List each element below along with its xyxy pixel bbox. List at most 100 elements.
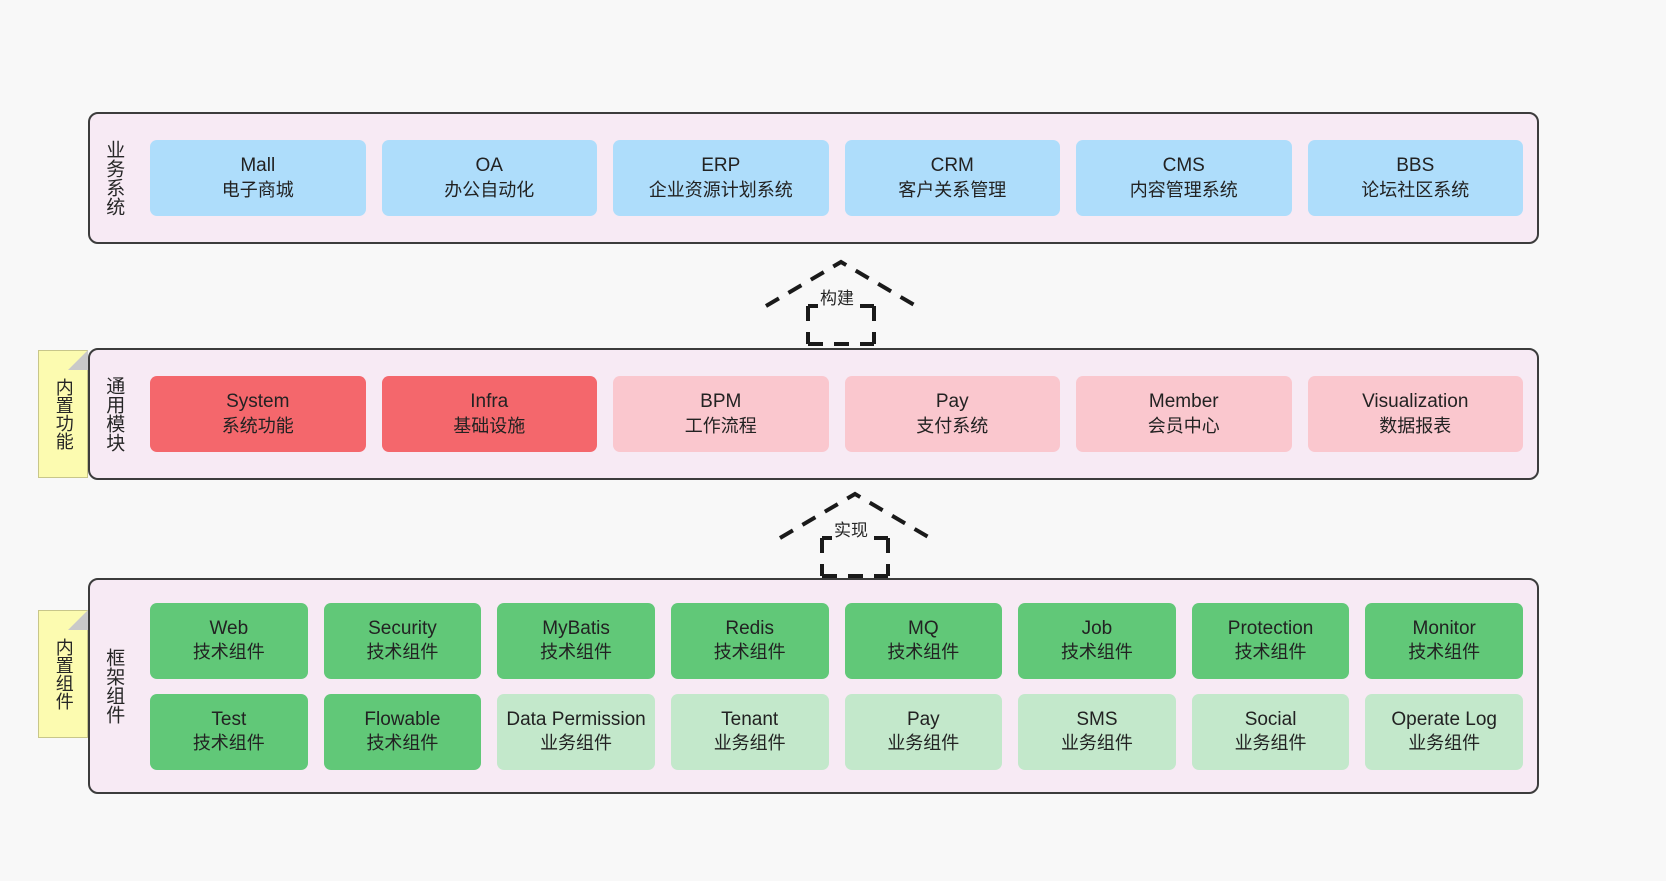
- layer-title-business: 业务系统: [103, 140, 125, 216]
- card-subtitle: 数据报表: [1379, 415, 1452, 436]
- card-title: MQ: [908, 617, 939, 639]
- card-subtitle: 业务组件: [1408, 733, 1481, 754]
- business-card-row: Mall 电子商城 OA 办公自动化 ERP 企业资源计划系统 CRM 客户关系…: [150, 140, 1523, 216]
- card-title: Monitor: [1412, 617, 1476, 639]
- card-pay-module[interactable]: Pay 支付系统: [844, 376, 1060, 452]
- card-mall[interactable]: Mall 电子商城: [150, 140, 366, 216]
- card-title: Pay: [935, 391, 969, 413]
- card-title: Job: [1081, 617, 1113, 639]
- card-system[interactable]: System 系统功能: [150, 376, 366, 452]
- card-title: Infra: [470, 391, 509, 413]
- connector-build: 构建: [756, 258, 926, 346]
- card-subtitle: 技术组件: [192, 642, 265, 663]
- card-subtitle: 支付系统: [916, 415, 989, 436]
- card-subtitle: 业务组件: [887, 733, 960, 754]
- card-erp[interactable]: ERP 企业资源计划系统: [613, 140, 829, 216]
- layer-title-framework: 框架组件: [103, 648, 125, 724]
- card-member[interactable]: Member 会员中心: [1076, 376, 1292, 452]
- connector-implement: 实现: [770, 490, 940, 578]
- card-title: Member: [1148, 391, 1219, 413]
- card-title: Test: [211, 708, 247, 730]
- card-subtitle: 系统功能: [221, 415, 294, 436]
- card-title: Protection: [1227, 617, 1314, 639]
- framework-business-row: Test 技术组件 Flowable 技术组件 Data Permission …: [150, 693, 1523, 770]
- card-title: Tenant: [721, 708, 779, 730]
- card-web[interactable]: Web 技术组件: [150, 602, 308, 679]
- card-subtitle: 技术组件: [1060, 642, 1133, 663]
- card-bpm[interactable]: BPM 工作流程: [613, 376, 829, 452]
- card-subtitle: 内容管理系统: [1129, 179, 1238, 200]
- card-subtitle: 办公自动化: [444, 179, 535, 200]
- card-subtitle: 技术组件: [1234, 642, 1307, 663]
- layer-common-modules: 通用模块 System 系统功能 Infra 基础设施 BPM 工作流程 Pay…: [88, 348, 1539, 480]
- card-subtitle: 会员中心: [1147, 415, 1220, 436]
- card-title: Web: [209, 617, 249, 639]
- card-redis[interactable]: Redis 技术组件: [670, 602, 829, 679]
- card-sms[interactable]: SMS 业务组件: [1018, 693, 1176, 770]
- card-subtitle: 技术组件: [540, 642, 613, 663]
- card-cms[interactable]: CMS 内容管理系统: [1076, 140, 1292, 216]
- card-infra[interactable]: Infra 基础设施: [381, 376, 597, 452]
- layer-body-business: Mall 电子商城 OA 办公自动化 ERP 企业资源计划系统 CRM 客户关系…: [136, 114, 1537, 242]
- connector-label-implement: 实现: [832, 516, 870, 541]
- card-subtitle: 客户关系管理: [898, 179, 1007, 200]
- card-title: System: [226, 391, 290, 413]
- layer-title-common: 通用模块: [103, 376, 125, 452]
- card-subtitle: 业务组件: [713, 733, 786, 754]
- card-tenant[interactable]: Tenant 业务组件: [670, 693, 829, 770]
- card-mq[interactable]: MQ 技术组件: [844, 602, 1003, 679]
- arrowhead-triangle: [764, 259, 918, 308]
- layer-business-systems: 业务系统 Mall 电子商城 OA 办公自动化 ERP 企业资源计划系统 CRM…: [88, 112, 1539, 244]
- card-flowable[interactable]: Flowable 技术组件: [323, 693, 482, 770]
- card-mybatis[interactable]: MyBatis 技术组件: [497, 602, 655, 679]
- card-title: Social: [1244, 708, 1297, 730]
- card-monitor[interactable]: Monitor 技术组件: [1365, 602, 1523, 679]
- card-pay-component[interactable]: Pay 业务组件: [844, 693, 1003, 770]
- card-security[interactable]: Security 技术组件: [323, 602, 482, 679]
- connector-label-build: 构建: [818, 284, 856, 309]
- card-title: SMS: [1076, 708, 1118, 730]
- card-subtitle: 论坛社区系统: [1361, 179, 1470, 200]
- card-subtitle: 企业资源计划系统: [648, 179, 793, 200]
- card-title: Security: [368, 617, 437, 639]
- layer-body-framework: Web 技术组件 Security 技术组件 MyBatis 技术组件 Redi…: [136, 580, 1537, 792]
- card-social[interactable]: Social 业务组件: [1191, 693, 1350, 770]
- common-card-row: System 系统功能 Infra 基础设施 BPM 工作流程 Pay 支付系统…: [150, 376, 1523, 452]
- card-crm[interactable]: CRM 客户关系管理: [844, 140, 1060, 216]
- card-subtitle: 电子商城: [221, 179, 294, 200]
- framework-tech-row: Web 技术组件 Security 技术组件 MyBatis 技术组件 Redi…: [150, 602, 1523, 679]
- card-title: BBS: [1396, 155, 1435, 177]
- card-subtitle: 基础设施: [453, 415, 526, 436]
- card-data-permission[interactable]: Data Permission 业务组件: [497, 693, 655, 770]
- card-operate-log[interactable]: Operate Log 业务组件: [1365, 693, 1523, 770]
- card-title: CMS: [1162, 155, 1205, 177]
- card-subtitle: 技术组件: [192, 733, 265, 754]
- card-subtitle: 技术组件: [366, 733, 439, 754]
- card-title: OA: [475, 155, 503, 177]
- card-subtitle: 技术组件: [887, 642, 960, 663]
- card-title: CRM: [930, 155, 974, 177]
- note-label: 内置组件: [53, 638, 74, 710]
- note-label: 内置功能: [53, 378, 74, 450]
- card-subtitle: 业务组件: [1234, 733, 1307, 754]
- card-subtitle: 业务组件: [1060, 733, 1133, 754]
- layer-framework-components: 框架组件 Web 技术组件 Security 技术组件 MyBatis 技术组件…: [88, 578, 1539, 794]
- card-visualization[interactable]: Visualization 数据报表: [1307, 376, 1523, 452]
- card-protection[interactable]: Protection 技术组件: [1191, 602, 1350, 679]
- card-title: MyBatis: [542, 617, 610, 639]
- arrowhead-triangle: [778, 491, 932, 540]
- layer-body-common: System 系统功能 Infra 基础设施 BPM 工作流程 Pay 支付系统…: [136, 350, 1537, 478]
- note-builtin-component: 内置组件: [38, 610, 88, 738]
- card-title: Visualization: [1362, 391, 1469, 413]
- card-subtitle: 技术组件: [1408, 642, 1481, 663]
- card-bbs[interactable]: BBS 论坛社区系统: [1307, 140, 1523, 216]
- card-oa[interactable]: OA 办公自动化: [381, 140, 597, 216]
- card-title: Data Permission: [506, 708, 646, 730]
- card-title: Redis: [725, 617, 774, 639]
- card-job[interactable]: Job 技术组件: [1018, 602, 1176, 679]
- card-title: Flowable: [364, 708, 441, 730]
- card-title: Pay: [906, 708, 940, 730]
- card-title: ERP: [701, 155, 741, 177]
- card-test[interactable]: Test 技术组件: [150, 693, 308, 770]
